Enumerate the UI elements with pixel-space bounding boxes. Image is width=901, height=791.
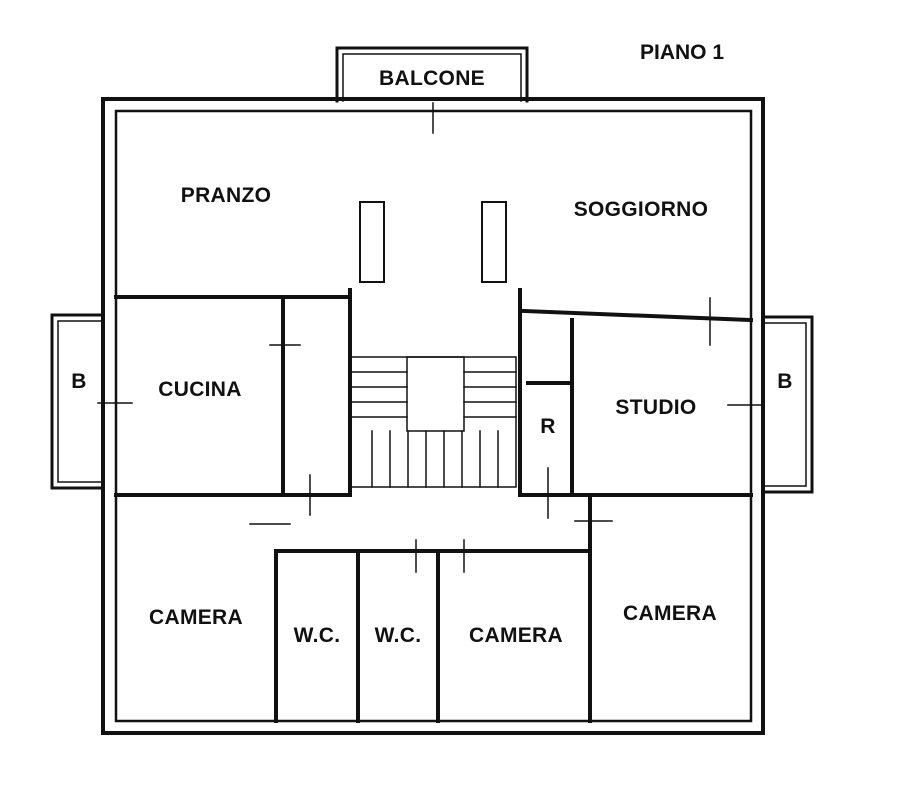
room-label-soggiorno: SOGGIORNO [573, 198, 709, 221]
room-label-cucina: CUCINA [158, 378, 242, 401]
room-label-camera-1: CAMERA [149, 606, 243, 629]
room-label-wc-1: W.C. [293, 624, 341, 647]
room-label-studio: STUDIO [615, 396, 697, 419]
room-label-bagno-right: B [777, 370, 793, 393]
room-label-wc-2: W.C. [374, 624, 422, 647]
room-label-pranzo: PRANZO [180, 184, 272, 207]
interior-walls [114, 288, 754, 723]
balcony-top [335, 46, 529, 103]
room-label-camera-3: CAMERA [623, 602, 717, 625]
staircase [349, 356, 517, 488]
room-label-ripostiglio: R [540, 415, 556, 438]
room-label-balcone: BALCONE [379, 67, 485, 90]
side-balcony-left [50, 313, 105, 490]
niche-marks [359, 201, 507, 283]
door-marks [97, 102, 763, 573]
floor-title: PIANO 1 [640, 41, 725, 64]
room-label-camera-2: CAMERA [469, 624, 563, 647]
side-balcony-right [761, 315, 814, 494]
room-label-bagno-left: B [71, 370, 87, 393]
